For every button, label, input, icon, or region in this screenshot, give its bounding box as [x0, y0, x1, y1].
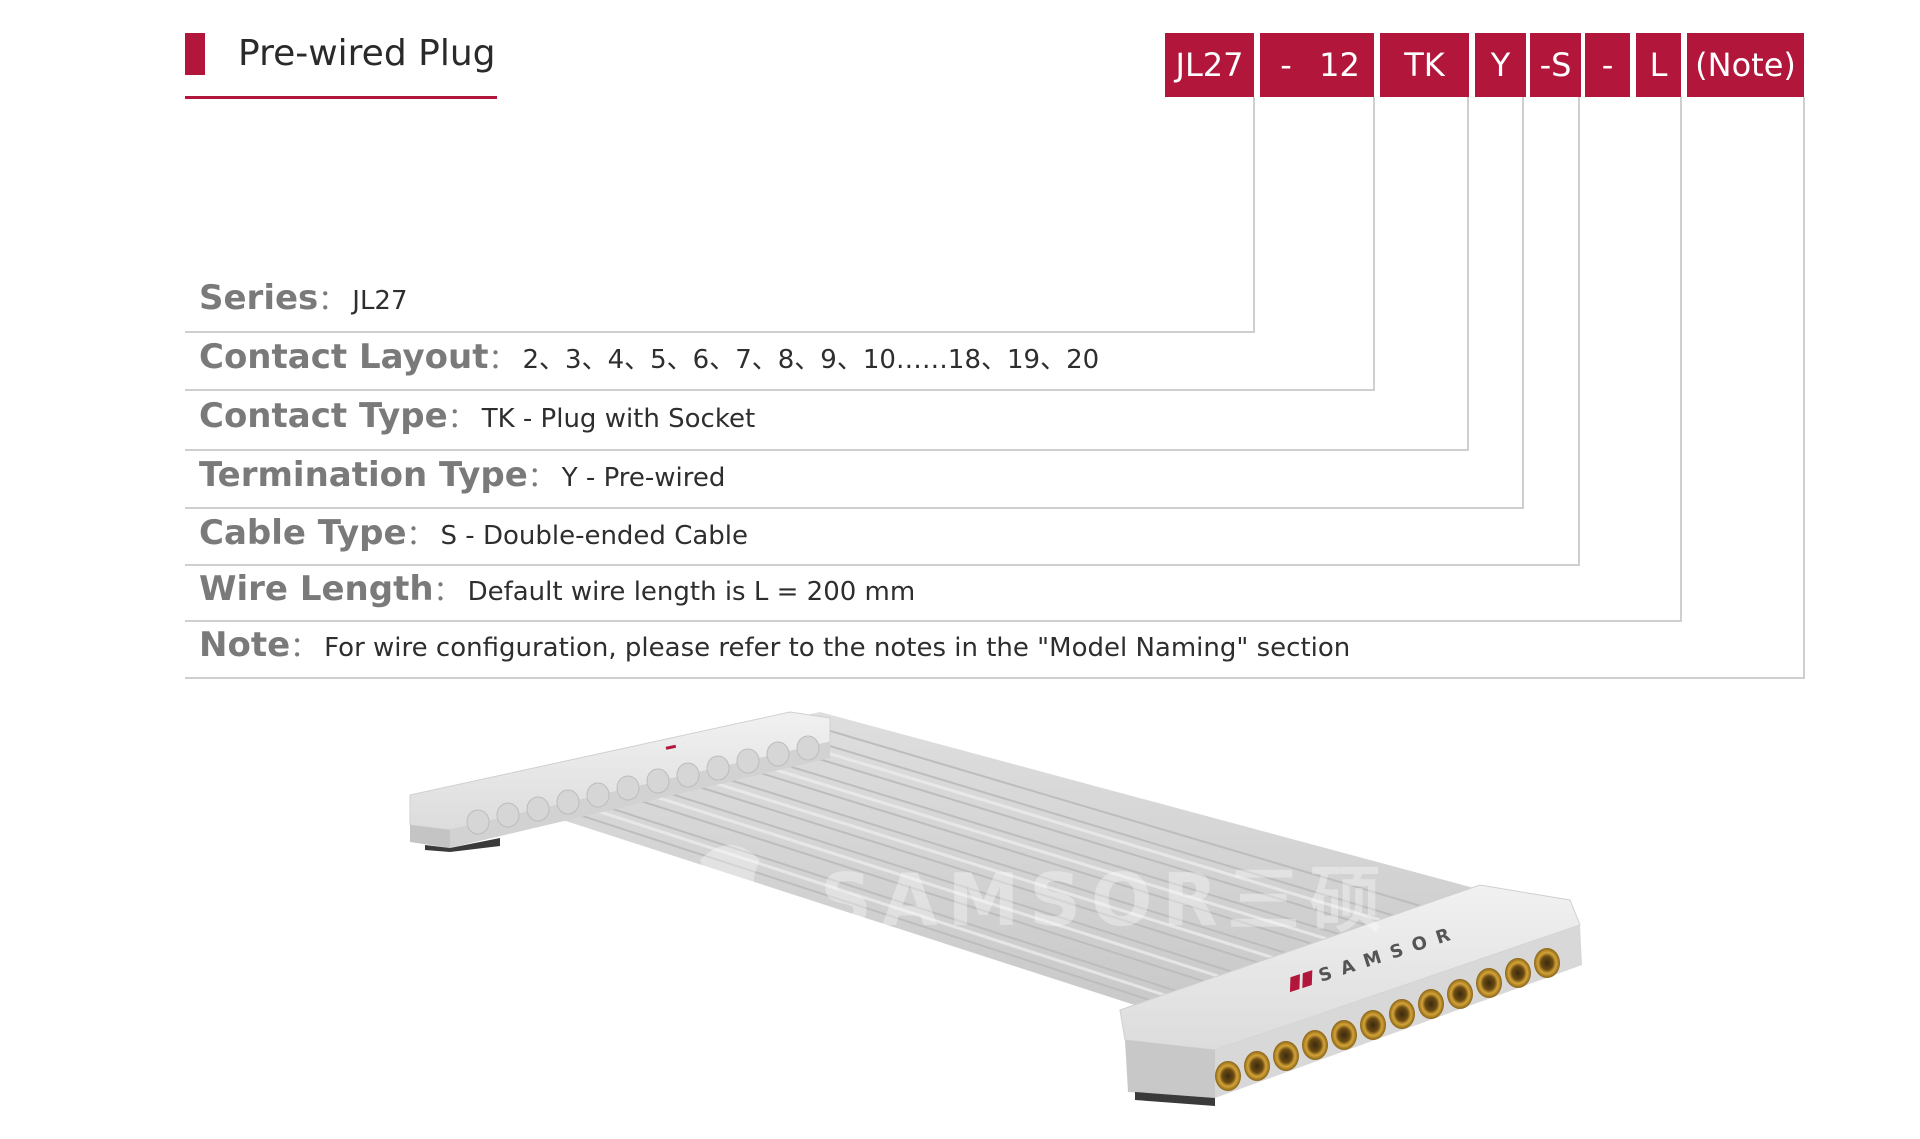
spec-row-cable-type: Cable Type：S - Double-ended Cable — [199, 513, 748, 553]
page-title: Pre-wired Plug — [238, 33, 496, 74]
connector-line-termination-type — [1522, 97, 1524, 508]
spec-label: Wire Length — [199, 569, 434, 609]
spec-label: Contact Type — [199, 396, 448, 436]
spec-value: S - Double-ended Cable — [440, 521, 749, 551]
cable-ribbon — [470, 712, 1500, 1010]
code-note-box: (Note) — [1687, 33, 1804, 97]
code-wire-length-box: L — [1636, 33, 1681, 97]
underline-series — [185, 331, 1255, 333]
spec-row-series: Series：JL27 — [199, 278, 408, 318]
code-dash-box: - — [1260, 33, 1312, 97]
spec-label: Termination Type — [199, 455, 528, 495]
spec-row-contact-layout: Contact Layout：2、3、4、5、6、7、8、9、10……18、19… — [199, 337, 1099, 377]
spec-value: For wire configuration, please refer to … — [324, 633, 1351, 663]
spec-separator: ： — [290, 630, 319, 663]
code-dash-box-2: - — [1585, 33, 1630, 97]
spec-row-contact-type: Contact Type：TK - Plug with Socket — [199, 396, 755, 436]
underline-termination-type — [185, 507, 1524, 509]
spec-separator: ： — [447, 401, 476, 434]
spec-label: Cable Type — [199, 513, 407, 553]
spec-separator: ： — [488, 342, 517, 375]
spec-row-note: Note：For wire configuration, please refe… — [199, 625, 1350, 665]
underline-wire-length — [185, 620, 1682, 622]
underline-contact-type — [185, 449, 1469, 451]
code-series-box: JL27 — [1165, 33, 1254, 97]
spec-separator: ： — [318, 283, 347, 316]
rear-connector-block — [409, 711, 831, 852]
spec-value: 2、3、4、5、6、7、8、9、10……18、19、20 — [522, 345, 1100, 375]
connector-line-wire-length — [1680, 97, 1682, 621]
connector-line-note — [1803, 97, 1805, 678]
code-cable-type-box: -S — [1530, 33, 1581, 97]
spec-value: JL27 — [352, 286, 408, 316]
code-contact-layout-box: 12 — [1305, 33, 1374, 97]
spec-row-termination-type: Termination Type：Y - Pre-wired — [199, 455, 725, 495]
spec-label: Series — [199, 278, 319, 318]
code-contact-type-box: TK — [1380, 33, 1469, 97]
underline-note — [185, 677, 1805, 679]
code-termination-type-box: Y — [1475, 33, 1526, 97]
spec-value: Default wire length is L = 200 mm — [467, 577, 916, 607]
header-underline — [185, 96, 497, 99]
spec-separator: ： — [527, 460, 556, 493]
connector-line-contact-type — [1467, 97, 1469, 450]
connector-line-series — [1253, 97, 1255, 332]
connector-line-cable-type — [1578, 97, 1580, 565]
socket-contacts — [1215, 948, 1560, 1091]
watermark: SAMSOR三硕 — [700, 845, 1392, 942]
product-image: SAMSOR SAMSOR三硕 — [409, 711, 1582, 1106]
spec-value: TK - Plug with Socket — [481, 404, 756, 434]
underline-cable-type — [185, 564, 1580, 566]
spec-separator: ： — [433, 574, 462, 607]
svg-text:SAMSOR三硕: SAMSOR三硕 — [820, 858, 1392, 942]
spec-separator: ： — [406, 518, 435, 551]
underline-contact-layout — [185, 389, 1375, 391]
connector-line-contact-layout — [1373, 97, 1375, 390]
spec-label: Note — [199, 625, 291, 665]
front-connector-block: SAMSOR — [1119, 884, 1582, 1106]
spec-value: Y - Pre-wired — [561, 463, 726, 493]
spec-row-wire-length: Wire Length：Default wire length is L = 2… — [199, 569, 915, 609]
header-accent-bar — [185, 33, 205, 75]
spec-label: Contact Layout — [199, 337, 489, 377]
